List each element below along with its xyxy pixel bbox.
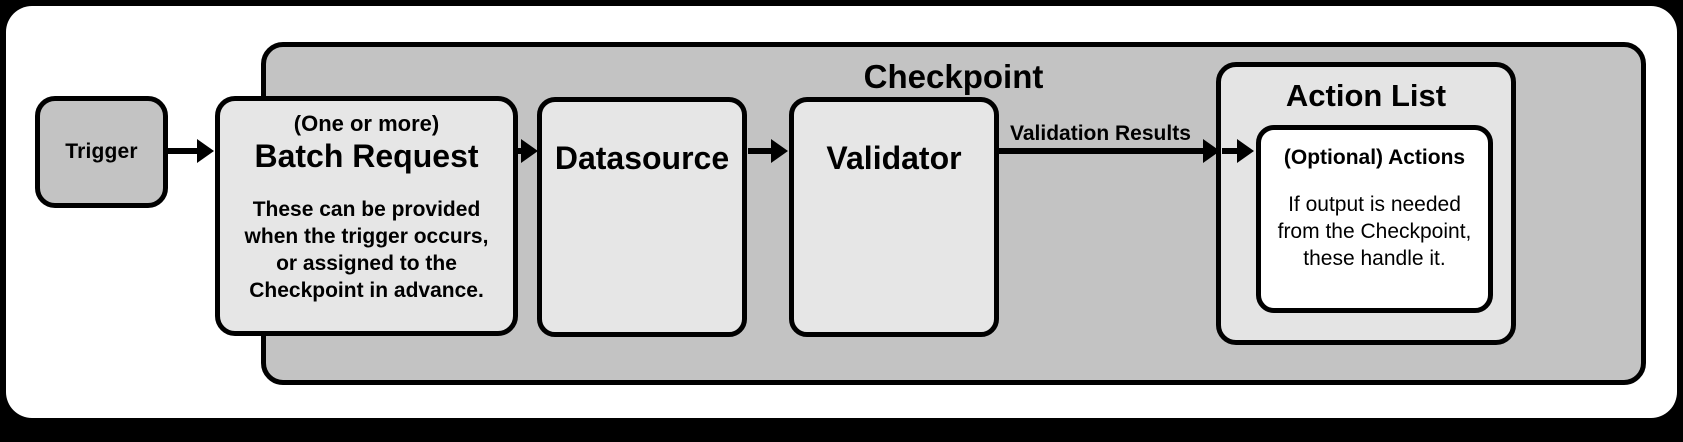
arrow-validator-to-action-list-icon (999, 139, 1220, 163)
arrow-into-actions-icon (1222, 139, 1254, 163)
datasource-node[interactable]: Datasource (537, 97, 747, 337)
trigger-label: Trigger (65, 140, 138, 163)
validator-node[interactable]: Validator (789, 97, 999, 337)
arrow-trigger-to-batch-request-icon (168, 139, 214, 163)
batch-request-node[interactable]: (One or more) Batch Request These can be… (215, 96, 518, 336)
batch-request-description: These can be provided when the trigger o… (244, 198, 489, 302)
validator-label: Validator (826, 140, 962, 176)
actions-node[interactable]: (Optional) Actions If output is needed f… (1256, 125, 1493, 313)
actions-title: (Optional) Actions (1283, 146, 1466, 169)
batch-request-subtitle: (One or more) (293, 111, 440, 136)
checkpoint-title: Checkpoint (863, 58, 1044, 95)
edge-label-validation-results: Validation Results (1010, 122, 1191, 145)
batch-request-title: Batch Request (254, 138, 479, 175)
arrow-datasource-to-validator-icon (748, 139, 788, 163)
datasource-label: Datasource (554, 140, 730, 176)
action-list-title: Action List (1285, 78, 1447, 113)
actions-description: If output is needed from the Checkpoint,… (1277, 193, 1472, 270)
trigger-node[interactable]: Trigger (35, 96, 168, 208)
arrow-batch-request-to-datasource-icon (518, 139, 538, 163)
